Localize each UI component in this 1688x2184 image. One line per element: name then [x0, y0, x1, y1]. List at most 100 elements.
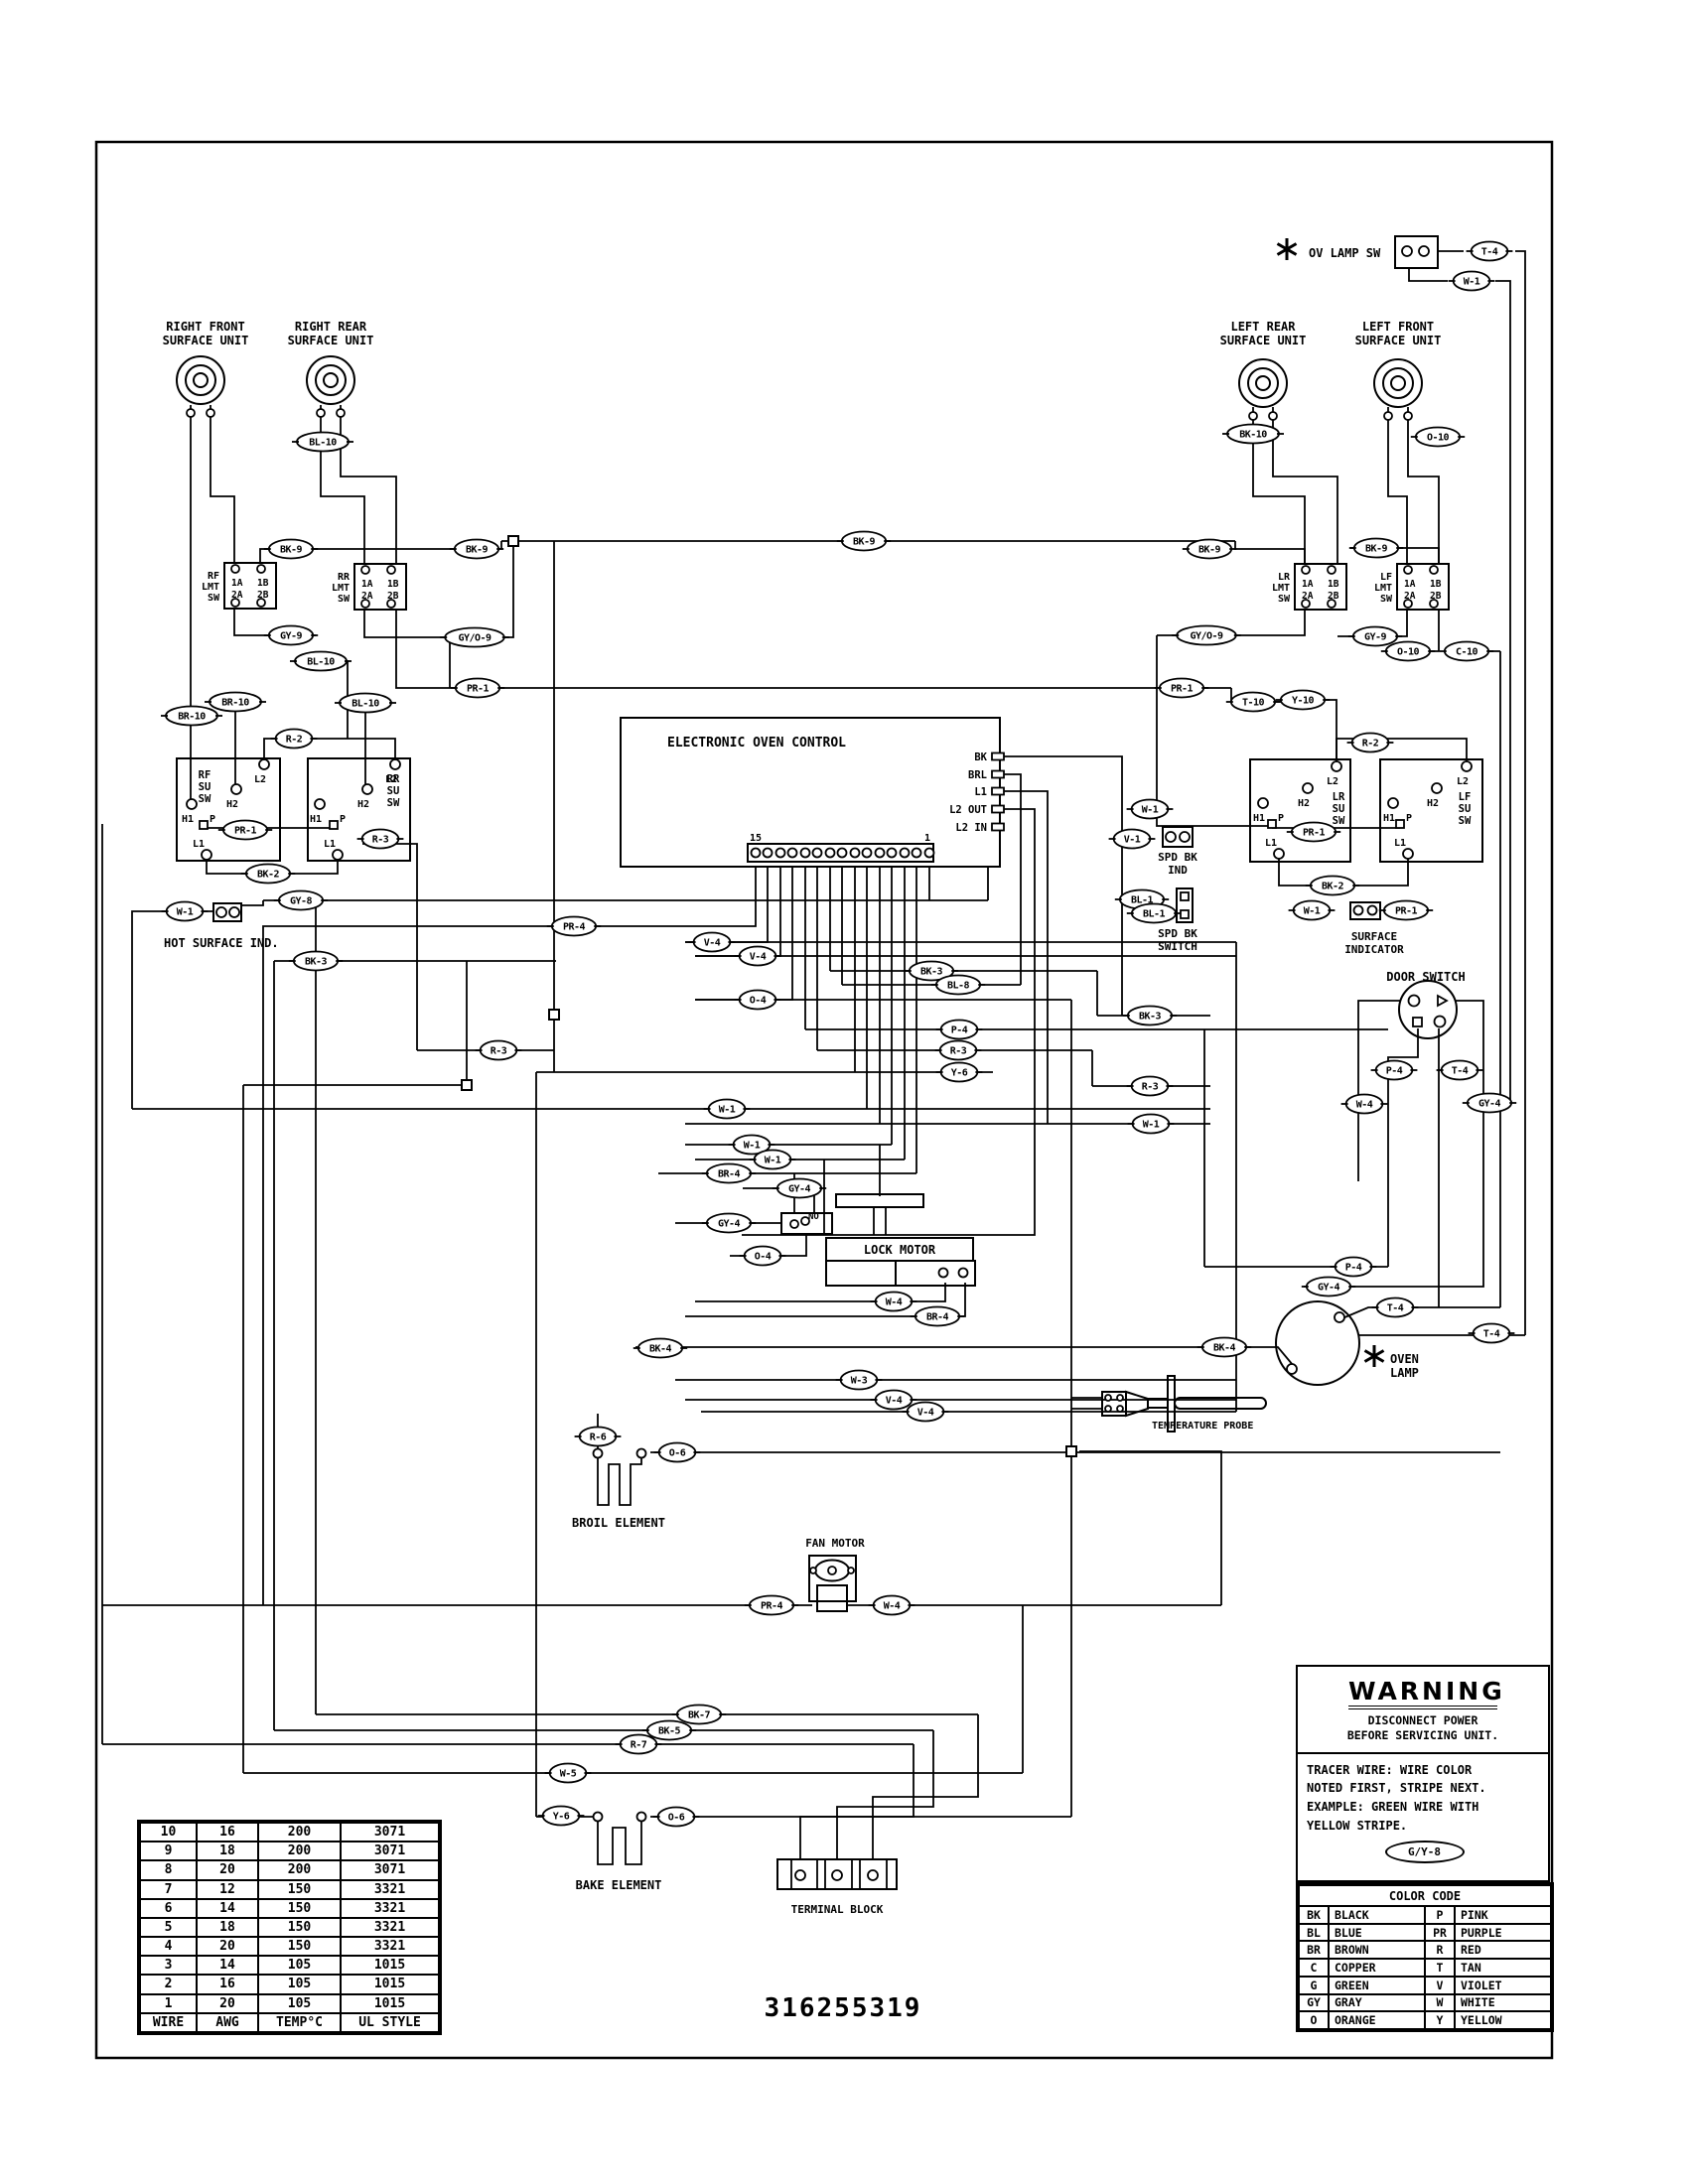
- svg-text:W-1: W-1: [1304, 906, 1321, 917]
- wire: [263, 738, 396, 759]
- svg-text:BK-10: BK-10: [1239, 430, 1267, 441]
- wire-label: BK-10: [1222, 423, 1284, 445]
- wire: [1336, 738, 1468, 761]
- wire: [1495, 280, 1511, 1101]
- svg-text:R-7: R-7: [631, 1740, 647, 1751]
- svg-text:BR-10: BR-10: [221, 698, 249, 709]
- color-abbr: C: [1298, 1958, 1330, 1978]
- wire-label: BL-10: [292, 431, 353, 453]
- wire-label: PR-4: [546, 915, 602, 937]
- svg-text:BL-10: BL-10: [309, 438, 337, 449]
- lmt-terminal-label: 1A: [1302, 579, 1314, 590]
- spd-bk-indicator: [1162, 826, 1194, 848]
- wire: [1341, 1306, 1500, 1319]
- wire: [836, 1730, 934, 1859]
- label-ov-lamp-sw: OV LAMP SW: [1309, 246, 1381, 260]
- wire-table-cell: 105: [257, 1974, 342, 1995]
- svg-text:LEFT FRONT: LEFT FRONT: [1362, 320, 1434, 334]
- svg-text:PR-1: PR-1: [1303, 828, 1326, 839]
- junction-square: [1065, 1445, 1077, 1457]
- svg-text:GY/O-9: GY/O-9: [458, 633, 492, 644]
- wire-label: P-4: [935, 1019, 983, 1040]
- wire-label: O-4: [734, 989, 781, 1011]
- label-strip-1: 1: [924, 833, 930, 844]
- wire: [320, 405, 365, 564]
- color-name: PURPLE: [1454, 1922, 1552, 1943]
- svg-text:R-6: R-6: [590, 1433, 607, 1443]
- label-lock-motor: LOCK MOTOR: [864, 1243, 936, 1257]
- svg-text:SURFACE UNIT: SURFACE UNIT: [163, 334, 249, 347]
- svg-text:T-10: T-10: [1242, 698, 1265, 709]
- lmt-switch-name: LMT: [332, 583, 350, 594]
- wire-table-cell: 10: [139, 1821, 198, 1843]
- eoc-connector-pin: [861, 847, 873, 859]
- su-switch-name: SU: [1459, 803, 1472, 815]
- wire-label: BK-7: [671, 1704, 727, 1725]
- wire-junctions: [461, 535, 1077, 1457]
- oven-lamp: [1275, 1300, 1360, 1386]
- svg-text:TEMPERATURE PROBE: TEMPERATURE PROBE: [1152, 1421, 1253, 1432]
- lmt-terminal-label: 1B: [1328, 579, 1339, 590]
- wire-label: O-10: [1410, 426, 1466, 448]
- asterisk-icon: [1363, 1345, 1385, 1367]
- label-strip-15: 15: [750, 833, 762, 844]
- label-no: NO: [808, 1212, 819, 1222]
- lmt-switch-name: LR: [1278, 572, 1291, 583]
- wire-label: PR-1: [217, 819, 273, 841]
- wire-table-header: AWG: [196, 2011, 259, 2034]
- wire: [685, 1283, 966, 1317]
- wire-label: Y-10: [1275, 689, 1331, 711]
- warning-box: WARNING DISCONNECT POWER BEFORE SERVICIN…: [1296, 1665, 1550, 1882]
- wire-label: W-1: [1126, 798, 1174, 820]
- su-terminal-label: H1: [1253, 813, 1265, 824]
- color-abbr: G: [1298, 1975, 1330, 1995]
- svg-text:V-4: V-4: [917, 1408, 934, 1419]
- wire-label: W-4: [870, 1291, 917, 1312]
- color-name: TAN: [1454, 1958, 1552, 1978]
- asterisk-icon: [1276, 238, 1298, 260]
- wire-label: GY-9: [1347, 625, 1403, 647]
- lmt-terminal-label: 2A: [1302, 591, 1314, 602]
- su-terminal-label: H2: [226, 799, 238, 810]
- wire-table-cell: 1015: [340, 1955, 440, 1977]
- wire: [1387, 1028, 1419, 1267]
- su-terminal-label: L2: [254, 774, 266, 785]
- wire-label: BL-10: [335, 692, 396, 714]
- wire-label: V-4: [734, 945, 781, 967]
- tracer-example-tag: G/Y-8: [1384, 1841, 1465, 1864]
- lmt-switch-name: LMT: [1374, 583, 1392, 594]
- color-abbr: V: [1424, 1975, 1456, 1995]
- su-switch-name: SW: [1459, 815, 1472, 827]
- wire-label: GY/O-9: [440, 626, 509, 648]
- eoc-connector-pin: [762, 847, 774, 859]
- wire-label: GY/O-9: [1172, 624, 1241, 646]
- wire-table-cell: 3071: [340, 1821, 440, 1843]
- wire: [1079, 1450, 1222, 1605]
- lmt-terminal-label: 1A: [1404, 579, 1416, 590]
- wire-label: W-1: [1288, 899, 1336, 921]
- wire-label: BL-8: [930, 974, 986, 996]
- svg-text:PR-1: PR-1: [234, 826, 257, 837]
- svg-text:BR-10: BR-10: [178, 712, 206, 723]
- color-name: PINK: [1454, 1905, 1552, 1925]
- svg-text:1: 1: [924, 833, 930, 844]
- eoc-connector-pin: [836, 847, 848, 859]
- color-abbr: BR: [1298, 1940, 1330, 1961]
- color-abbr: GY: [1298, 1992, 1330, 2013]
- su-switch-name: SU: [1333, 803, 1345, 815]
- svg-text:GY-4: GY-4: [1318, 1283, 1340, 1294]
- wire: [210, 405, 235, 563]
- su-terminal-label: H2: [1298, 798, 1310, 809]
- label-bake-element: BAKE ELEMENT: [576, 1878, 662, 1892]
